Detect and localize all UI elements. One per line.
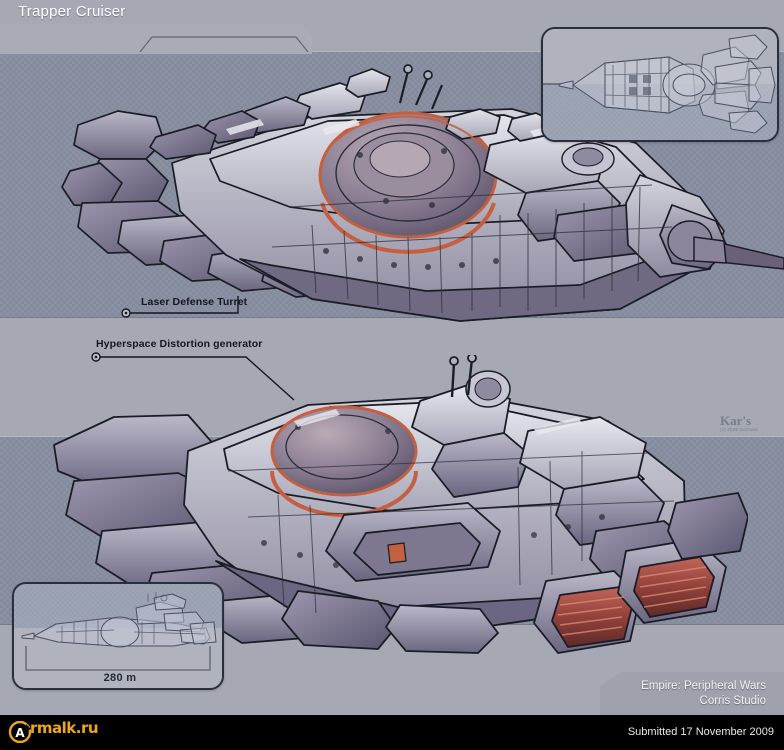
annotation-leader-line <box>91 352 295 401</box>
annotation-label: Laser Defense Turret <box>141 296 248 308</box>
inset-band-light <box>543 29 777 84</box>
credits-line-2: Corris Studio <box>699 695 766 707</box>
svg-text:A: A <box>15 726 25 740</box>
top-view-line-drawing <box>543 34 776 134</box>
site-footer: A rmalk.ru Submitted 17 November 2009 <box>0 715 784 750</box>
annotation-laser-defense-turret: Laser Defense Turret <box>100 296 340 322</box>
arttalk-logo-icon[interactable]: A <box>8 721 32 743</box>
submitted-date: Submitted 17 November 2009 <box>627 726 774 738</box>
annotation-leader-line <box>121 296 239 318</box>
scale-bar-label: 280 m <box>103 672 137 684</box>
credits-line-1: Empire: Peripheral Wars <box>641 680 766 692</box>
ship-render-upper <box>61 64 784 322</box>
ship-render-lower <box>53 355 748 654</box>
artwork-canvas: Trapper Cruiser <box>0 0 784 715</box>
band-divider <box>0 317 784 318</box>
inset-panel-top-view <box>541 27 779 142</box>
title-plate-shape <box>0 24 312 54</box>
artist-watermark: Kar's (c) 2009 Gorrawk <box>720 414 764 440</box>
watermark-name: Kar's <box>720 413 752 428</box>
band-divider <box>0 51 784 52</box>
credits-plate <box>600 672 784 715</box>
inset-panel-scale-view: 280 m <box>12 582 224 690</box>
arttalk-logo-text[interactable]: rmalk.ru <box>30 719 99 737</box>
annotation-label: Hyperspace Distortion generator <box>96 338 263 350</box>
scale-view-line-drawing <box>21 592 217 671</box>
page-title: Trapper Cruiser <box>18 3 126 20</box>
credits-block: Empire: Peripheral Wars Corris Studio <box>641 679 766 709</box>
annotation-hyperspace-distortion-generator: Hyperspace Distortion generator <box>88 338 348 408</box>
title-plate <box>0 24 312 54</box>
watermark-subtext: (c) 2009 Gorrawk <box>720 427 758 432</box>
